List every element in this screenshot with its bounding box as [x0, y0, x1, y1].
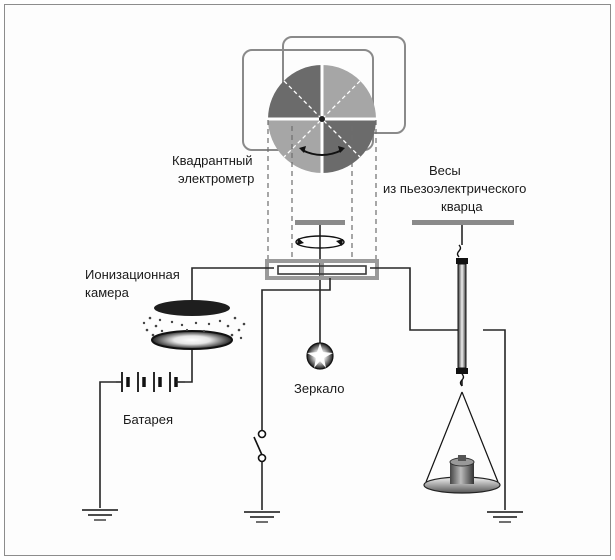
ionization-chamber	[142, 300, 246, 350]
quadrant-electrometer	[242, 36, 406, 175]
weight	[450, 462, 474, 484]
switch	[253, 429, 267, 463]
quartz-scales	[412, 220, 514, 494]
ion-dots	[142, 316, 246, 340]
label-scales-3: кварца	[441, 199, 483, 214]
lower-quadrants	[265, 259, 379, 280]
scales-support	[412, 220, 514, 225]
label-mirror: Зеркало	[294, 381, 344, 396]
fiber-rotation-arrow	[295, 235, 345, 249]
rotation-arrow	[301, 149, 343, 156]
label-battery: Батарея	[123, 412, 173, 427]
projection-lines	[267, 120, 377, 262]
battery	[116, 372, 185, 392]
suspension-bar	[295, 220, 345, 225]
ground-left	[82, 509, 118, 521]
label-scales-1: Весы	[429, 163, 461, 178]
ground-middle	[244, 511, 280, 523]
label-chamber-1: Ионизационная	[85, 267, 180, 282]
mirror	[306, 342, 334, 370]
label-chamber-2: камера	[85, 285, 130, 300]
label-electrometer-2: электрометр	[178, 171, 254, 186]
quartz-crystal	[457, 263, 467, 369]
chamber-top-plate	[154, 300, 230, 316]
chamber-bottom-plate	[151, 330, 233, 350]
ground-right	[487, 511, 523, 523]
label-scales-2: из пьезоэлектрического	[383, 181, 526, 196]
label-electrometer-1: Квадрантный	[172, 153, 253, 168]
